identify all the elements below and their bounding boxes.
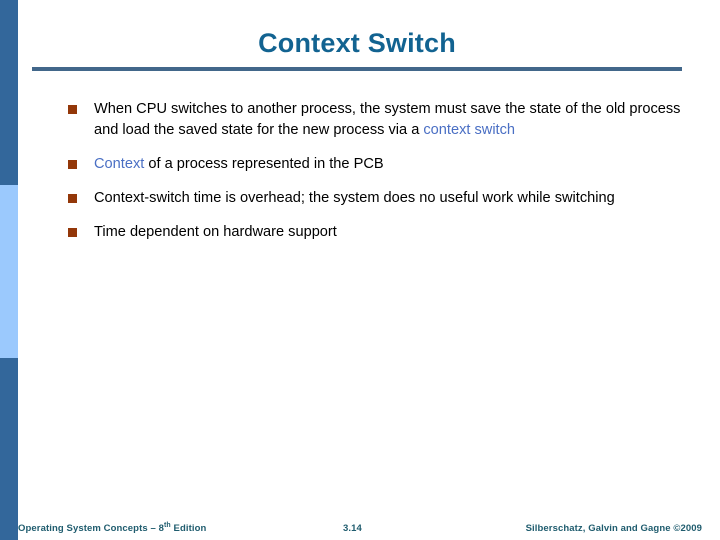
bullet-text-segment: of a process represented in the PCB — [144, 156, 384, 172]
bullet-hardware-support: Time dependent on hardware support — [94, 222, 698, 243]
bullet-square-icon — [68, 160, 77, 169]
sidebar-band-bottom — [0, 358, 18, 540]
footer-edition-ordinal: th — [163, 521, 171, 529]
sidebar-band-middle — [0, 185, 18, 358]
bullet-text-segment: Context-switch time is overhead; the sys… — [94, 190, 615, 206]
footer-edition-prefix: Operating System Concepts – 8 — [18, 523, 164, 534]
bullet-square-icon — [68, 194, 77, 203]
slide-title: Context Switch — [258, 28, 456, 58]
sidebar-band-top — [0, 0, 18, 185]
highlighted-term: context switch — [423, 122, 516, 138]
highlighted-term: Context — [94, 156, 145, 172]
footer-page-number: 3.14 — [343, 523, 362, 534]
bullet-square-icon — [68, 105, 77, 114]
list-item: Context of a process represented in the … — [68, 154, 698, 175]
title-underline-rule — [32, 67, 682, 71]
list-item: When CPU switches to another process, th… — [68, 99, 698, 141]
bullet-text-segment: When CPU switches to another process, th… — [94, 101, 681, 138]
footer-edition-label: Operating System Concepts – 8th Edition — [18, 522, 206, 534]
footer-edition-suffix: Edition — [170, 523, 207, 534]
decorative-sidebar — [0, 0, 18, 540]
list-item: Context-switch time is overhead; the sys… — [68, 188, 698, 209]
footer-copyright: Silberschatz, Galvin and Gagne ©2009 — [525, 523, 702, 534]
bullet-context-switch-overhead: Context-switch time is overhead; the sys… — [94, 188, 698, 209]
bullet-context-switch-definition: When CPU switches to another process, th… — [94, 99, 698, 141]
bullet-text-segment: Time dependent on hardware support — [94, 224, 337, 240]
bullet-square-icon — [68, 228, 77, 237]
bullet-list: When CPU switches to another process, th… — [68, 99, 698, 256]
bullet-context-in-pcb: Context of a process represented in the … — [94, 154, 698, 175]
list-item: Time dependent on hardware support — [68, 222, 698, 243]
